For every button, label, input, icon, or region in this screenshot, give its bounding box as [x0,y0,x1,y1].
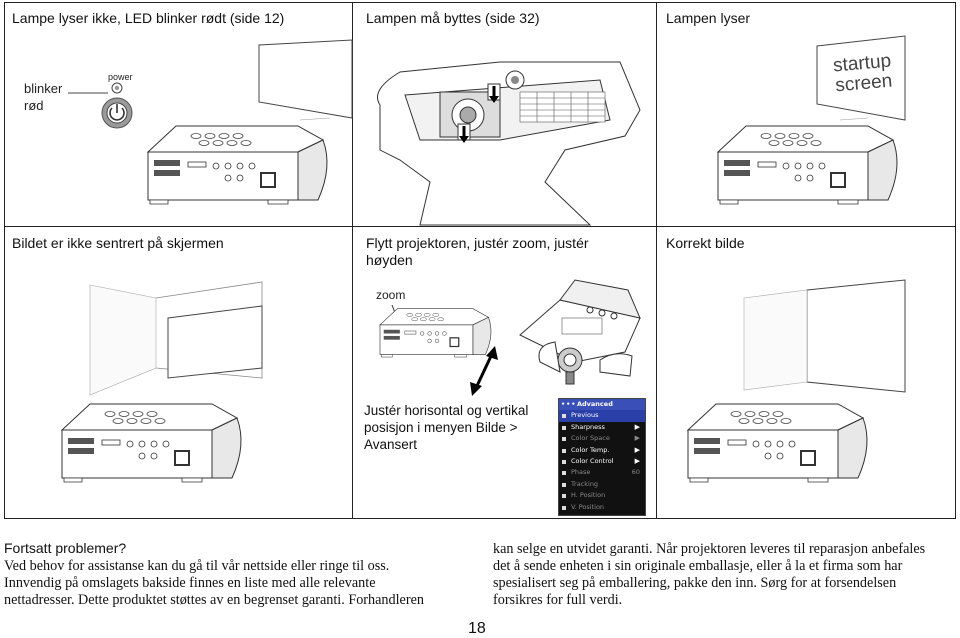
cell-title-lamp-off: Lampe lyser ikke, LED blinker rødt (side… [12,10,285,26]
footer-left-line: nettadresser. Dette produktet støttes av… [4,592,424,608]
menu-item-label: Previous [571,411,599,420]
move-arrow-icon [470,346,498,396]
menu-item[interactable]: Phase 60 [559,467,645,478]
projector-illustration-1 [147,125,328,205]
submenu-arrow-icon: ▶ [634,456,640,465]
footer-right-column: kan selge en utvidet garanti. Når projek… [493,541,956,609]
footer-left-column: Ved behov for assistanse kan du gå til v… [4,558,474,609]
projector-illustration-3 [717,125,898,205]
cell-title-correct-image: Korrekt bilde [666,235,745,251]
cell-title-lamp-on: Lampen lyser [666,10,751,26]
adjust-instruction: Justér horisontal og vertikal posisjon i… [364,403,529,452]
cell-title-move-projector-2: høyden [366,252,413,268]
footer-left-line: Innvendig på omslagets bakside finnes en… [4,575,376,591]
cell-title-not-centered: Bildet er ikke sentrert på skjermen [12,235,224,251]
power-label: power [108,72,133,82]
footer-right-line: det å sende enheten i sin originale emba… [493,558,903,574]
menu-item[interactable]: Tracking [559,479,645,490]
footer-right-line: spesialisert seg på emballering, pakke d… [493,575,897,591]
menu-item-value: 60 [631,468,640,477]
menu-item[interactable]: Sharpness ▶ [559,422,645,433]
menu-bullet-icon [562,505,566,510]
cell-title-move-projector-1: Flytt projektoren, justér zoom, justér [366,235,589,251]
zoom-label: zoom [376,288,406,302]
power-button-icon [101,82,133,129]
page-number: 18 [468,620,486,637]
menu-bullet-icon [562,482,566,487]
menu-bullet-icon [562,459,566,464]
projector-illustration-5 [379,308,492,358]
menu-item-label: Sharpness [571,422,605,431]
menu-bullet-icon [562,494,566,499]
menu-item[interactable]: Color Temp. ▶ [559,445,645,456]
projector-illustration-6 [687,403,868,483]
footer-heading: Fortsatt problemer? [4,540,127,556]
menu-item-label: Color Temp. [571,445,610,454]
illustrations [61,35,906,483]
footer-right-line: forsikres for full verdi. [493,592,623,608]
submenu-arrow-icon: ▶ [634,445,640,454]
row-divider [4,226,956,227]
menu-item[interactable]: Previous [559,410,645,422]
submenu-arrow-icon: ▶ [634,434,640,443]
column-divider-2 [656,2,657,519]
menu-item[interactable]: V. Position [559,502,645,513]
startup-screen-text: startup screen [832,50,894,97]
projector-tilted-illustration [519,279,641,385]
column-divider-1 [352,2,353,519]
menu-item-label: Phase [571,468,591,477]
menu-bullet-icon [562,437,566,442]
menu-bullet-icon [562,471,566,476]
footer-left-line: Ved behov for assistanse kan du gå til v… [4,558,390,574]
menu-item-label: Color Control [571,456,614,465]
lamp-compartment-illustration [377,61,641,226]
menu-item-label: V. Position [571,502,605,511]
submenu-arrow-icon: ▶ [634,422,640,431]
footer-right-line: kan selge en utvidet garanti. Når projek… [493,541,926,557]
menu-item-label: H. Position [571,491,606,500]
menu-title: ••• Advanced [559,399,645,411]
menu-item-label: Tracking [571,479,599,488]
menu-bullet-icon [562,425,566,430]
menu-item[interactable]: Color Control ▶ [559,456,645,467]
menu-item[interactable]: Color Space ▶ [559,433,645,444]
blink-label: blinker rød [24,81,63,113]
troubleshooting-table [4,2,956,519]
projector-illustration-4 [61,403,242,483]
menu-item[interactable]: H. Position [559,490,645,501]
menu-item-label: Color Space [571,434,610,443]
menu-bullet-icon [562,448,566,453]
menu-bullet-icon [562,414,566,419]
cell-title-replace-lamp: Lampen må byttes (side 32) [366,10,540,26]
